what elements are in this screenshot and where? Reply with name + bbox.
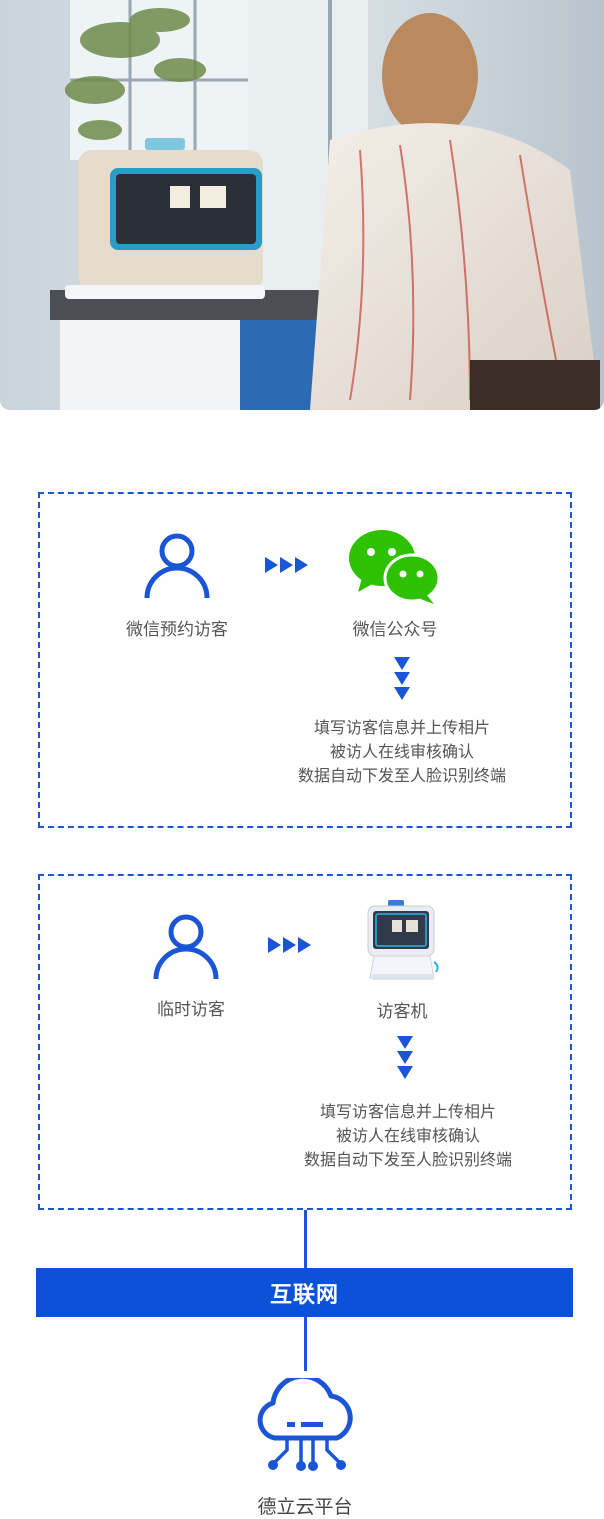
arrow-down-icon (394, 657, 410, 701)
cloud-platform-label: 德立云平台 (257, 1496, 353, 1518)
walk-in-visitor-label: 临时访客 (157, 1000, 225, 1020)
cloud-platform-icon (253, 1373, 357, 1478)
hero-image (0, 0, 604, 410)
connector-line (304, 1210, 307, 1268)
step-fill-info: 填写访客信息并上传相片 (319, 1102, 496, 1121)
wechat-icon (348, 528, 441, 604)
wechat-flow-steps: 填写访客信息并上传相片 被访人在线审核确认 数据自动下发至人脸识别终端 (270, 716, 534, 788)
wechat-visitor-label: 微信预约访客 (126, 620, 228, 640)
walk-in-visitor-flow (38, 874, 572, 1210)
visitor-user-icon (150, 911, 222, 983)
arrow-right-icon (265, 557, 310, 573)
visitor-kiosk-icon (364, 900, 442, 982)
connector-line (304, 1317, 307, 1371)
visitor-kiosk-label: 访客机 (376, 1002, 428, 1022)
step-host-approve: 被访人在线审核确认 (329, 742, 474, 761)
arrow-right-icon (268, 937, 313, 953)
step-host-approve: 被访人在线审核确认 (335, 1126, 480, 1145)
kiosk-flow-steps: 填写访客信息并上传相片 被访人在线审核确认 数据自动下发至人脸识别终端 (276, 1100, 540, 1172)
wechat-visitor-flow (38, 492, 572, 828)
step-data-push: 数据自动下发至人脸识别终端 (297, 766, 506, 785)
internet-bar: 互联网 (36, 1268, 573, 1317)
arrow-down-icon (397, 1036, 413, 1080)
step-data-push: 数据自动下发至人脸识别终端 (303, 1150, 512, 1169)
visitor-kiosk-illustration (0, 0, 604, 410)
wechat-official-account-label: 微信公众号 (352, 620, 438, 640)
step-fill-info: 填写访客信息并上传相片 (313, 718, 490, 737)
visitor-user-icon (141, 530, 213, 602)
